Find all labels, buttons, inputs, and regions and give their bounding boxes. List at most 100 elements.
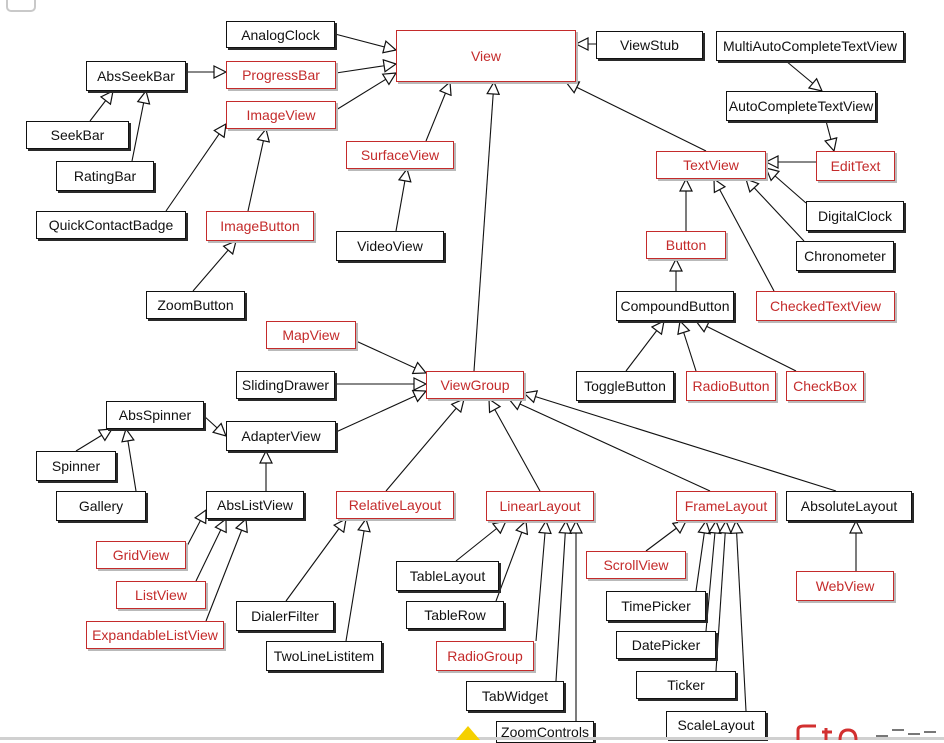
- class-node-analogclock: AnalogClock: [226, 21, 335, 48]
- class-node-webview: WebView: [796, 571, 894, 601]
- class-node-ratingbar: RatingBar: [56, 161, 154, 191]
- class-node-edittext: EditText: [816, 151, 895, 181]
- class-node-imagebutton: ImageButton: [206, 211, 314, 241]
- class-node-videoview: VideoView: [336, 231, 444, 261]
- class-node-expandablelistview: ExpandableListView: [86, 621, 224, 649]
- class-node-absseekbar: AbsSeekBar: [86, 61, 186, 91]
- class-node-view: View: [396, 30, 576, 82]
- class-node-seekbar: SeekBar: [26, 121, 129, 149]
- edge-radiobutton-to-compoundbutton: [680, 321, 697, 372]
- class-node-button: Button: [646, 231, 726, 259]
- window-corner-icon: [6, 0, 36, 12]
- edge-surfaceview-to-view: [425, 82, 450, 142]
- edge-linearlayout-to-viewgroup: [489, 399, 541, 492]
- class-node-viewstub: ViewStub: [596, 31, 703, 59]
- class-node-gallery: Gallery: [56, 491, 146, 521]
- inheritance-edges: [75, 33, 856, 721]
- class-node-radiobutton: RadioButton: [686, 371, 776, 401]
- edge-expandablelistview-to-abslistview: [205, 519, 246, 622]
- bottom-marker-icon: [456, 726, 480, 740]
- class-node-relativelayout: RelativeLayout: [336, 491, 454, 519]
- class-node-progressbar: ProgressBar: [226, 61, 336, 89]
- class-node-datepicker: DatePicker: [616, 631, 716, 659]
- class-node-framelayout: FrameLayout: [676, 491, 776, 521]
- edge-ratingbar-to-absseekbar: [131, 91, 146, 162]
- edge-seekbar-to-absseekbar: [89, 91, 113, 122]
- class-node-ticker: Ticker: [636, 671, 736, 699]
- class-node-quickcontact: QuickContactBadge: [36, 211, 186, 239]
- edge-gridview-to-abslistview: [185, 510, 206, 549]
- class-node-togglebutton: ToggleButton: [576, 371, 674, 401]
- edge-twolinelistitem-to-relativelayout: [345, 519, 366, 642]
- class-node-chronometer: Chronometer: [796, 241, 894, 271]
- edge-autocomplete-to-edittext: [826, 120, 834, 151]
- edge-listview-to-abslistview: [195, 519, 226, 582]
- class-node-mapview: MapView: [266, 321, 356, 349]
- edge-digitalclock-to-textview: [766, 168, 807, 204]
- edge-tablelayout-to-linearlayout: [455, 521, 506, 562]
- class-node-imageview: ImageView: [226, 101, 336, 129]
- edge-progressbar-to-view: [335, 64, 396, 74]
- edge-quickcontact-to-imageview: [165, 124, 226, 212]
- class-node-viewgroup: ViewGroup: [426, 371, 524, 399]
- edge-analogclock-to-view: [334, 33, 396, 50]
- edge-togglebutton-to-compoundbutton: [625, 321, 664, 372]
- edge-multiauto-to-autocomplete: [785, 60, 822, 91]
- class-node-slidingdrawer: SlidingDrawer: [236, 371, 335, 399]
- edge-viewgroup-to-view: [473, 82, 494, 372]
- class-node-listview: ListView: [116, 581, 206, 609]
- class-node-radiogroup: RadioGroup: [436, 641, 534, 671]
- edge-tabwidget-to-linearlayout: [555, 521, 566, 682]
- class-node-gridview: GridView: [96, 541, 186, 569]
- class-node-dialerfilter: DialerFilter: [236, 601, 334, 631]
- class-node-checkbox: CheckBox: [786, 371, 864, 401]
- edge-relativelayout-to-viewgroup: [385, 399, 464, 492]
- edge-datepicker-to-framelayout: [705, 521, 716, 632]
- edge-gallery-to-absspinner: [126, 429, 137, 492]
- class-node-digitalclock: DigitalClock: [806, 201, 904, 231]
- edge-scrollview-to-framelayout: [645, 521, 686, 552]
- edge-ticker-to-framelayout: [715, 521, 726, 672]
- class-node-tabwidget: TabWidget: [466, 681, 564, 711]
- class-node-autocomplete: AutoCompleteTextView: [726, 91, 876, 121]
- class-node-tablelayout: TableLayout: [396, 561, 499, 591]
- edge-videoview-to-surfaceview: [395, 169, 407, 232]
- class-node-multiauto: MultiAutoCompleteTextView: [716, 31, 904, 61]
- class-node-checkedtextview: CheckedTextView: [756, 291, 895, 321]
- class-node-scrollview: ScrollView: [586, 551, 686, 579]
- edge-spinner-to-absspinner: [75, 429, 112, 452]
- edge-imagebutton-to-imageview: [247, 129, 266, 212]
- class-node-timepicker: TimePicker: [606, 591, 706, 621]
- edge-timepicker-to-framelayout: [695, 521, 706, 592]
- edge-adapterview-to-viewgroup: [335, 391, 426, 433]
- edge-radiogroup-to-linearlayout: [535, 521, 546, 642]
- class-node-linearlayout: LinearLayout: [486, 491, 594, 521]
- class-node-absolutelayout: AbsoluteLayout: [786, 491, 912, 521]
- class-node-twolinelistitem: TwoLineListitem: [266, 641, 382, 671]
- edge-absolutelayout-to-viewgroup: [524, 393, 837, 492]
- class-node-absspinner: AbsSpinner: [106, 401, 204, 429]
- edge-tablerow-to-linearlayout: [495, 521, 526, 602]
- class-node-tablerow: TableRow: [406, 601, 504, 629]
- class-node-abslistview: AbsListView: [206, 491, 304, 519]
- class-node-adapterview: AdapterView: [226, 421, 336, 451]
- edge-checkbox-to-compoundbutton: [696, 321, 797, 372]
- edge-chronometer-to-textview: [746, 179, 805, 242]
- edge-imageview-to-view: [335, 73, 396, 111]
- class-node-surfaceview: SurfaceView: [346, 141, 454, 169]
- edge-checkedtextview-to-textview: [714, 179, 775, 292]
- edge-scalelayout-to-framelayout: [736, 521, 747, 712]
- edge-zoombutton-to-imagebutton: [192, 241, 236, 292]
- class-node-textview: TextView: [656, 151, 766, 179]
- class-node-scalelayout: ScaleLayout: [666, 711, 766, 739]
- edge-framelayout-to-viewgroup: [509, 399, 711, 492]
- edge-absspinner-to-adapterview: [203, 415, 226, 436]
- edge-textview-to-view: [566, 82, 707, 152]
- edge-dialerfilter-to-relativelayout: [285, 519, 346, 602]
- edge-mapview-to-viewgroup: [355, 340, 426, 373]
- class-node-zoombutton: ZoomButton: [146, 291, 245, 319]
- class-node-compoundbutton: CompoundButton: [616, 291, 734, 321]
- class-node-spinner: Spinner: [36, 451, 116, 481]
- watermark-logo-icon: [796, 724, 936, 740]
